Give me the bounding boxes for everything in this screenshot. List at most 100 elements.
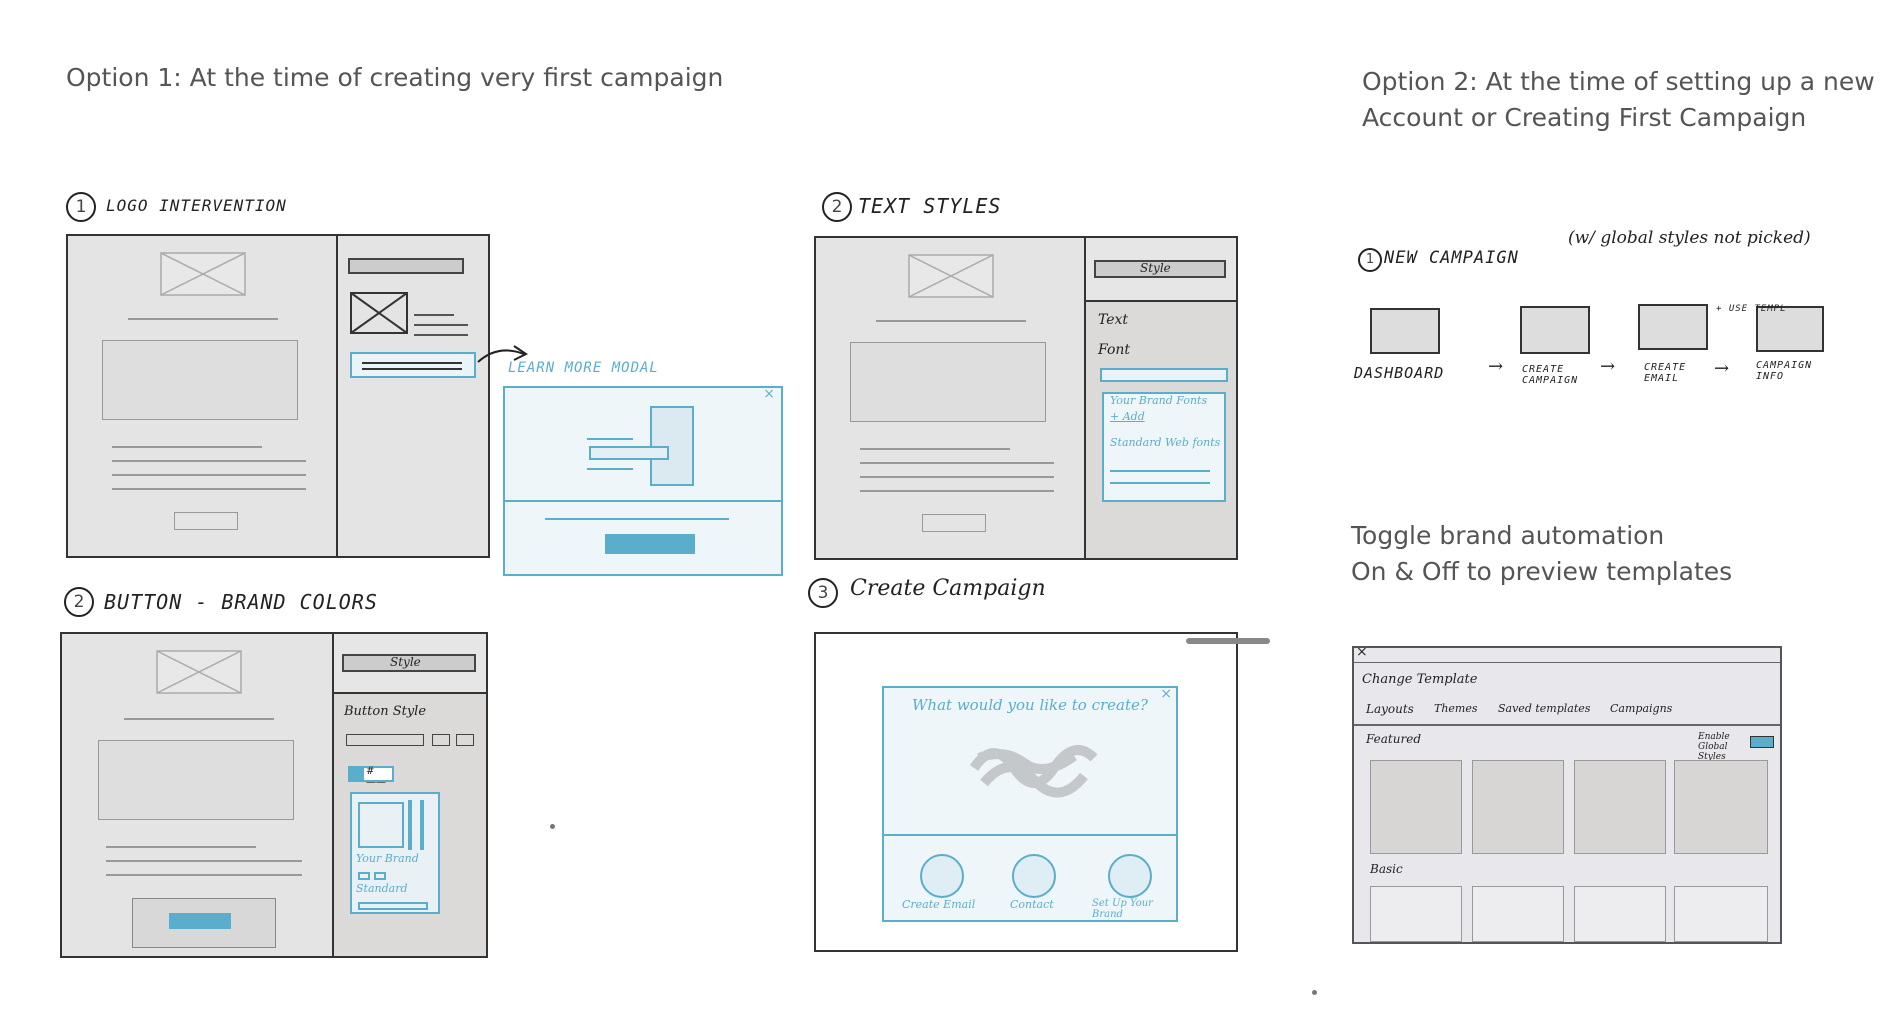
settings-panel: Style Button Style #—— Your Brand Standa… [334, 634, 486, 956]
create-option-contact-label: Contact [1010, 898, 1054, 911]
brand-swatch[interactable] [358, 872, 370, 880]
button-placeholder [922, 514, 986, 532]
text-line [112, 474, 306, 476]
style-tab-bar[interactable]: Style [1094, 260, 1226, 278]
text-label: Text [1098, 312, 1129, 328]
tabs-divider [1354, 724, 1780, 726]
basic-template-3[interactable] [1574, 886, 1666, 942]
toggle-heading-line1: Toggle brand automation [1351, 521, 1665, 550]
create-option-email[interactable] [920, 854, 964, 898]
close-icon[interactable]: × [1356, 644, 1368, 660]
flow-note: + USE TEMPL [1716, 304, 1787, 314]
logo-section-label: LOGO INTERVENTION [106, 196, 287, 215]
close-icon[interactable]: × [763, 386, 775, 402]
text-line [860, 476, 1054, 478]
text-line [860, 490, 1054, 492]
button-wireframe: Style Button Style #—— Your Brand Standa… [60, 632, 488, 958]
text-line [414, 334, 468, 336]
tab-themes[interactable]: Themes [1434, 702, 1478, 715]
your-brand-fonts[interactable]: Your Brand Fonts [1110, 394, 1208, 407]
button-style-dropdown[interactable] [346, 734, 424, 746]
learn-more-banner[interactable] [350, 352, 476, 378]
text-styles-label: TEXT STYLES [858, 194, 1002, 218]
alpha-slider[interactable] [420, 800, 424, 850]
selected-button[interactable] [169, 913, 231, 929]
standard-swatches[interactable] [358, 902, 428, 910]
image-placeholder-icon [908, 254, 994, 298]
style-tab[interactable]: Style [390, 655, 421, 669]
image-placeholder-icon [156, 650, 242, 694]
template-chooser-wireframe: × Change Template Layouts Themes Saved t… [1352, 644, 1782, 944]
tab-saved-templates[interactable]: Saved templates [1498, 702, 1591, 715]
option2-heading-line2: Account or Creating First Campaign [1362, 103, 1807, 132]
basic-template-2[interactable] [1472, 886, 1564, 942]
flow-arrow-2: → [1600, 356, 1616, 377]
modal-line [587, 438, 633, 440]
featured-template-4[interactable] [1674, 760, 1768, 854]
option1-heading: Option 1: At the time of creating very f… [66, 63, 724, 92]
logo-wireframe [66, 234, 490, 558]
logo-placeholder-icon [350, 292, 408, 334]
tab-layouts[interactable]: Layouts [1366, 702, 1414, 716]
flow-arrow-3: → [1714, 358, 1730, 379]
banner-line [362, 368, 462, 370]
create-modal: What would you like to create? × Create … [882, 686, 1178, 922]
modal-cta-button[interactable] [605, 534, 695, 554]
hero-block [850, 342, 1046, 422]
style-tab[interactable]: Style [1140, 261, 1171, 275]
flow-step-1: DASHBOARD [1354, 364, 1445, 382]
hue-slider[interactable] [408, 800, 412, 850]
divider [876, 320, 1026, 322]
color-field[interactable] [358, 802, 404, 848]
list-line [1110, 470, 1210, 472]
text-line [112, 460, 306, 462]
featured-label: Featured [1366, 732, 1421, 746]
hex-value: #—— [366, 766, 386, 788]
email-canvas [62, 634, 334, 956]
text-line [860, 448, 1010, 450]
standard-label: Standard [356, 882, 408, 895]
new-campaign-section-number: 1 [1358, 248, 1382, 272]
basic-template-4[interactable] [1674, 886, 1768, 942]
button-option-2[interactable] [456, 734, 474, 746]
banner-line [362, 362, 462, 364]
featured-template-3[interactable] [1574, 760, 1666, 854]
stray-stroke [1186, 638, 1270, 644]
global-styles-toggle[interactable] [1750, 736, 1774, 748]
brand-swatch[interactable] [374, 872, 386, 880]
hex-input[interactable]: #—— [348, 766, 394, 788]
window-titlebar [1354, 648, 1780, 663]
flow-arrow-1: → [1488, 356, 1504, 377]
flow-step-2: CREATE CAMPAIGN [1522, 364, 1579, 386]
standard-web-fonts[interactable]: Standard Web fonts [1110, 436, 1221, 449]
create-option-email-label: Create Email [902, 898, 976, 911]
option2-heading-line1: Option 2: At the time of setting up a ne… [1362, 67, 1875, 96]
learn-more-modal: × [503, 386, 783, 576]
text-line [106, 874, 302, 876]
featured-template-1[interactable] [1370, 760, 1462, 854]
button-option-1[interactable] [432, 734, 450, 746]
create-option-contact[interactable] [1012, 854, 1056, 898]
modal-line [545, 518, 729, 520]
text-line [414, 314, 454, 316]
create-option-brand[interactable] [1108, 854, 1152, 898]
style-tab-bar[interactable]: Style [342, 654, 476, 672]
modal-line [587, 468, 633, 470]
close-icon[interactable]: × [1160, 686, 1172, 702]
hero-block [102, 340, 298, 420]
font-dropdown[interactable] [1100, 368, 1228, 382]
font-label: Font [1098, 342, 1131, 358]
template-chooser-title: Change Template [1362, 672, 1478, 687]
create-campaign-wireframe: What would you like to create? × Create … [814, 632, 1238, 952]
basic-template-1[interactable] [1370, 886, 1462, 942]
list-line [1110, 482, 1210, 484]
featured-template-2[interactable] [1472, 760, 1564, 854]
tab-campaigns[interactable]: Campaigns [1610, 702, 1673, 715]
add-font-link[interactable]: + Add [1110, 410, 1145, 423]
text-line [106, 860, 302, 862]
selected-button-block[interactable] [132, 898, 276, 948]
flow-dashboard-thumb [1370, 308, 1440, 354]
flow-step-3: CREATE EMAIL [1644, 362, 1687, 384]
flow-create-campaign-thumb [1520, 306, 1590, 354]
hero-block [98, 740, 294, 820]
